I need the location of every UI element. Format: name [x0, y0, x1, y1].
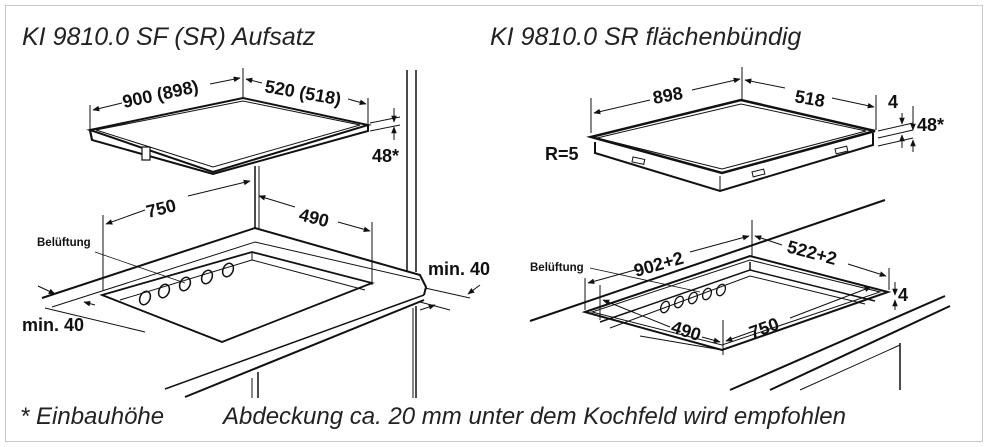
right-cutout-depth: 490 — [669, 317, 704, 345]
right-recess-height: 4 — [898, 285, 908, 305]
left-cutout-depth: 490 — [297, 204, 331, 231]
left-height-dim: 48* — [372, 146, 399, 166]
right-ventilation-label: Belüftung — [530, 262, 584, 274]
left-countertop — [41, 226, 428, 398]
left-ventilation-label: Belüftung — [37, 237, 91, 249]
left-vent-holes — [138, 262, 235, 306]
footnote-installation-height: * Einbauhöhe — [20, 403, 164, 430]
diagram-frame — [5, 5, 983, 442]
right-cutout-width: 750 — [747, 314, 782, 343]
right-vent-holes — [659, 283, 727, 314]
left-width-dim: 900 (898) — [121, 76, 201, 112]
right-radius: R=5 — [545, 144, 579, 164]
right-countertop — [529, 199, 951, 391]
right-depth-dim: 518 — [793, 86, 826, 111]
left-cutout-width: 750 — [144, 195, 178, 222]
right-recess-width: 902+2 — [632, 248, 686, 281]
right-hob — [586, 98, 876, 193]
right-title: KI 9810.0 SR flächenbündig — [490, 23, 801, 51]
right-recess-depth: 522+2 — [785, 237, 839, 269]
left-min-front: min. 40 — [22, 315, 84, 335]
right-width-dim: 898 — [651, 83, 684, 108]
left-title: KI 9810.0 SF (SR) Aufsatz — [22, 23, 316, 51]
cover-recommendation: Abdeckung ca. 20 mm unter dem Kochfeld w… — [221, 403, 846, 430]
left-min-back: min. 40 — [428, 259, 490, 279]
right-height-dim: 48* — [917, 115, 944, 135]
right-rim-dim: 4 — [888, 92, 898, 112]
